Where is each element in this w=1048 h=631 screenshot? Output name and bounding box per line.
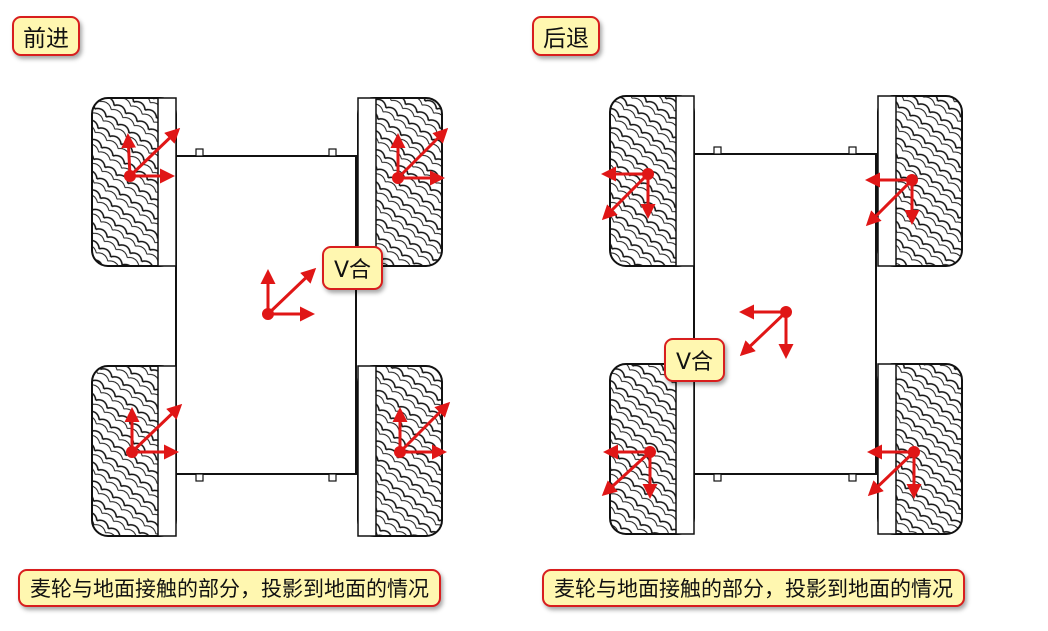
forward-caption: 麦轮与地面接触的部分，投影到地面的情况 xyxy=(18,569,441,607)
backward-title: 后退 xyxy=(532,16,600,56)
force-vectors-rear-left xyxy=(601,444,658,499)
chassis-tab xyxy=(848,473,857,482)
chassis-tab xyxy=(195,148,204,157)
chassis-tab xyxy=(713,146,722,155)
force-vectors-rear-left xyxy=(124,403,183,460)
force-vectors-resultant-backward xyxy=(739,304,794,359)
backward-caption: 麦轮与地面接触的部分，投影到地面的情况 xyxy=(542,569,965,607)
chassis-tab xyxy=(328,148,337,157)
mecanum-wheel-front-left xyxy=(609,95,695,267)
mecanum-wheel-front-right xyxy=(877,95,963,267)
mecanum-wheel-rear-right xyxy=(877,363,963,535)
chassis-tab xyxy=(195,473,204,482)
mecanum-wheel-front-left xyxy=(91,97,177,267)
chassis-tab xyxy=(713,473,722,482)
force-vectors-front-right xyxy=(390,127,449,186)
force-vectors-front-left xyxy=(601,166,656,221)
chassis-tab xyxy=(328,473,337,482)
resultant-velocity-label: V合 xyxy=(664,338,726,382)
chassis-tab xyxy=(848,146,857,155)
force-vectors-resultant-forward xyxy=(260,267,317,322)
forward-title: 前进 xyxy=(12,16,80,56)
forward-panel xyxy=(91,97,451,537)
resultant-velocity-label: V合 xyxy=(322,246,384,290)
backward-panel xyxy=(601,95,963,535)
force-vectors-rear-right xyxy=(392,401,451,460)
force-vectors-front-left xyxy=(121,127,181,184)
force-vectors-front-right xyxy=(865,172,920,227)
force-vectors-rear-right xyxy=(867,444,922,499)
